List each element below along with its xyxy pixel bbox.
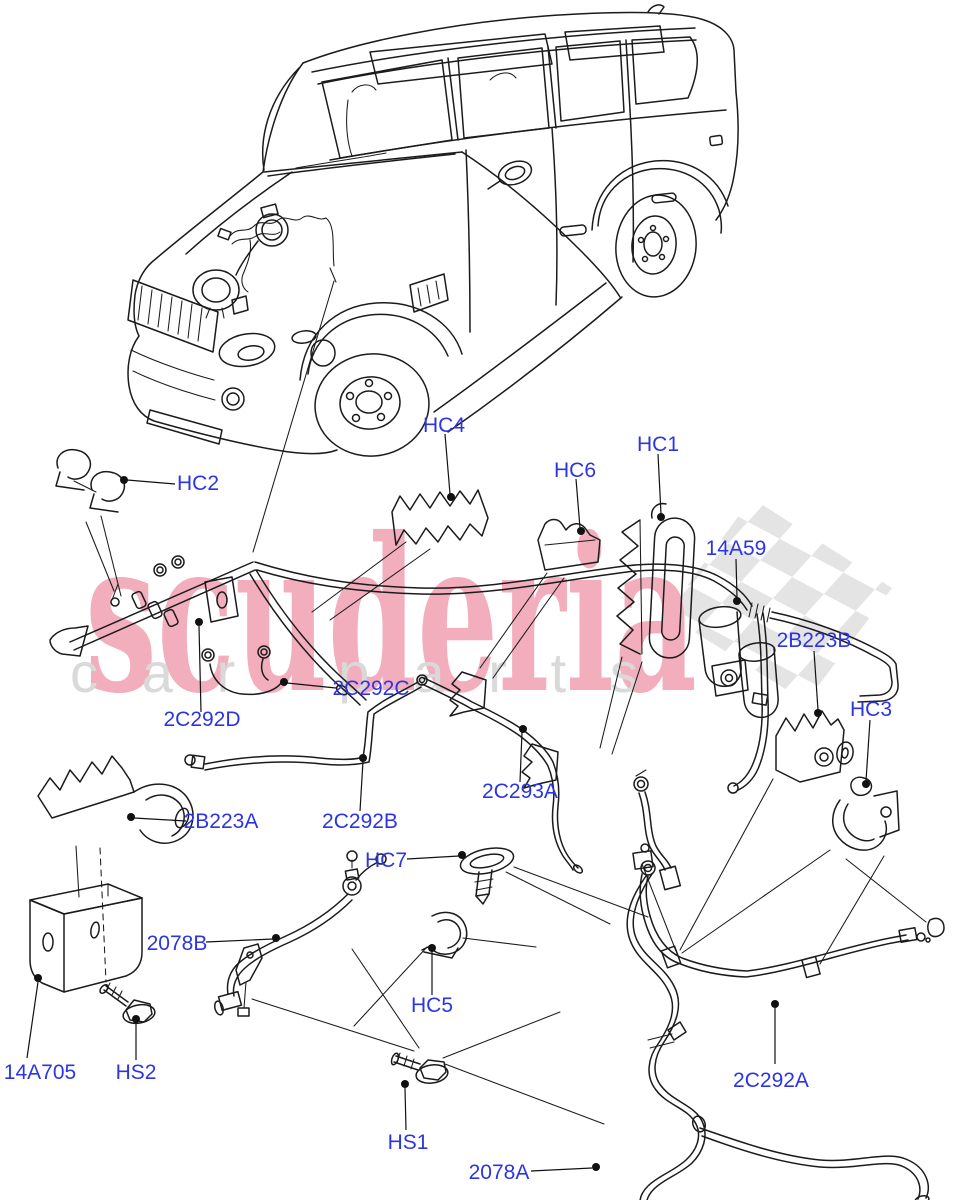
watermark-brand: scuderia — [85, 491, 697, 740]
label-hc6: HC6 — [554, 459, 596, 482]
part-hc3-saddle-clamp — [832, 776, 900, 851]
part-2078a-hose — [626, 860, 930, 1200]
label-2c292b: 2C292B — [322, 810, 398, 833]
label-hc5: HC5 — [411, 994, 453, 1017]
label-hc2: HC2 — [177, 472, 219, 495]
part-2c292a-pipe — [632, 843, 945, 979]
leader-lines — [26, 433, 871, 1172]
part-2b223b-clip-block — [775, 710, 854, 783]
part-14a705-bracket — [29, 883, 143, 993]
label-14a705: 14A705 — [4, 1061, 76, 1084]
part-14a59-bushings — [698, 605, 779, 719]
part-2c292c-pigtail-pipe — [201, 645, 284, 696]
label-hc4: HC4 — [423, 414, 465, 437]
label-2c292a: 2C292A — [733, 1069, 809, 1092]
parts-illustration — [29, 448, 945, 1200]
label-2078a: 2078A — [469, 1161, 530, 1184]
part-2b223a-clip — [37, 755, 194, 844]
label-hc3: HC3 — [850, 698, 892, 721]
part-connector-hose — [633, 769, 682, 891]
checkered-flag-watermark — [666, 498, 892, 702]
part-hc6-clip-block — [537, 518, 601, 571]
label-hc7: HC7 — [365, 849, 407, 872]
part-hc5-clip — [421, 911, 468, 959]
label-2078b: 2078B — [147, 932, 208, 955]
label-2c292c: 2C292C — [332, 677, 409, 700]
part-2c293a-tube — [421, 671, 584, 874]
label-2c292d: 2C292D — [163, 708, 240, 731]
pointer-lines — [75, 280, 927, 1125]
part-hs2-bolt — [99, 982, 156, 1025]
label-hs1: HS1 — [388, 1131, 429, 1154]
label-hc1: HC1 — [637, 433, 679, 456]
part-labels: HC2 HC4 HC6 HC1 14A59 2B223B HC3 2C292C … — [4, 414, 892, 1184]
label-hs2: HS2 — [116, 1061, 157, 1084]
part-hs1-bolt — [390, 1052, 449, 1084]
label-14a59: 14A59 — [706, 537, 767, 560]
part-2c292d-pipe-assembly — [49, 555, 899, 794]
vehicle-illustration — [127, 4, 739, 457]
label-2b223a: 2B223A — [184, 810, 259, 833]
label-2b223b: 2B223B — [777, 629, 852, 652]
part-hc4-harness-clip — [391, 489, 489, 546]
label-2c293a: 2C293A — [482, 780, 558, 803]
part-hc1-clip-stack — [616, 502, 696, 659]
watermark: scuderia car parts — [70, 491, 892, 740]
part-hc7-push-pin — [459, 847, 515, 905]
part-2078b-hose — [213, 850, 387, 1017]
